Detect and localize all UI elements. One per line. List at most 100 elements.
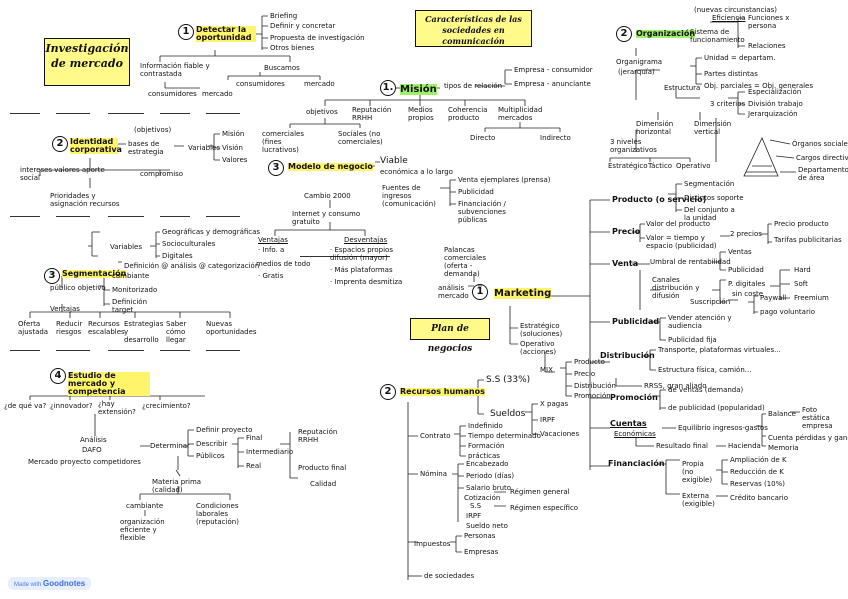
s4-reputacion: Reputación RRHH — [298, 428, 338, 444]
rrhh-sueldos: Sueldos — [490, 409, 526, 419]
rrhh-regimen-especifico: Régimen específico — [510, 504, 579, 512]
s1-consumidores: consumidores — [148, 90, 197, 98]
mk-operativo: Operativo (acciones) — [520, 340, 557, 356]
separator — [10, 350, 40, 351]
mision-item: Multiplicidad mercados — [498, 106, 543, 122]
s2-compromiso: compromiso — [140, 170, 184, 178]
s3-bottom-item: Recursos escalables — [88, 320, 125, 336]
modelo-fuentes-item: Publicidad — [458, 188, 494, 196]
s4-materia: Materia prima (calidad) — [152, 478, 202, 494]
s1-number: 1 — [178, 24, 194, 40]
s3-var: Geográficas y demográficas — [162, 228, 261, 236]
org-dim-vertical: Dimensión vertical — [694, 120, 732, 136]
s1-item: Briefing — [270, 12, 298, 20]
s4-question: ¿de qué va? — [4, 402, 47, 410]
s2-number: 2 — [52, 136, 68, 152]
separator — [108, 216, 144, 217]
mk-pub-fija: Publicidad fija — [668, 336, 717, 344]
mk-umbral: Umbral de rentabilidad — [650, 258, 731, 266]
mk-de-ventas: de ventas (demanda) — [668, 386, 744, 394]
mk-digitales: P. digitales — [728, 280, 766, 288]
modelo-eco: económica a lo largo — [380, 168, 453, 176]
s3-definicion-target: Definición target — [112, 298, 147, 314]
mk-sin-coste: sin coste — [732, 290, 764, 298]
mk-precio: Precio — [612, 227, 641, 236]
s4-describir: Describir — [196, 440, 228, 448]
separator — [108, 113, 144, 114]
rrhh-impuestos-item: Empresas — [464, 548, 499, 556]
s4-mercado-prod: Mercado proyecto competidores — [28, 458, 141, 466]
separator — [10, 216, 40, 217]
mk-canales: Canales distribución y difusión — [652, 276, 700, 300]
mk-propia-item: Ampliación de K — [730, 456, 787, 464]
mk-estrategico: Estratégico (soluciones) — [520, 322, 563, 338]
s4-calidad: Calidad — [310, 480, 337, 488]
org-sistema: Sistema de funcionamiento — [690, 28, 745, 44]
mision-item: Medios propios — [408, 106, 434, 122]
org-unidad: Unidad = departam. — [704, 54, 776, 62]
rrhh-contrato-item: prácticas — [468, 452, 500, 460]
mision-item: Reputación RRHH — [352, 106, 392, 122]
s4-condiciones: Condiciones laborales (reputación) — [196, 502, 239, 526]
mk-resultado: Resultado final — [656, 442, 708, 450]
s1-consumidores2: consumidores — [236, 80, 285, 88]
s1-item: Definir y concretar — [270, 22, 336, 30]
modelo-ventajas-item: · Info. a — [258, 246, 285, 254]
s1-mercado2: mercado — [304, 80, 335, 88]
s3-monitorizado: Monitorizado — [112, 286, 158, 294]
rrhh-sueldos-item: IRPF — [540, 416, 556, 424]
mk-distribucion: Distribución — [600, 351, 655, 360]
goodnotes-badge[interactable]: Made with Goodnotes — [8, 577, 92, 590]
rrhh-nomina-item: Salario bruto — [466, 484, 512, 492]
mision-title: Misión — [400, 84, 437, 95]
modelo-desventajas-item: · Imprenta desmitiza — [330, 278, 403, 286]
rrhh-nomina-item: Periodo (días) — [466, 472, 515, 480]
rrhh-nomina-item: Encabezado — [466, 460, 509, 468]
org-criterio: Jerarquización — [748, 110, 798, 118]
mk-valor-producto: Valor del producto — [646, 220, 710, 228]
org-criterio: División trabajo — [748, 100, 803, 108]
org-funciones: Funciones x persona — [748, 14, 790, 30]
s3-variables: Variables — [110, 243, 142, 251]
org-eficiencia: Eficiencia — [712, 14, 746, 22]
modelo-title: Modelo de negocio — [288, 162, 373, 171]
mk-foto: Foto estática empresa — [802, 406, 833, 430]
mk-externa: Externa (exigible) — [682, 492, 715, 508]
s4-producto-final: Producto final — [298, 464, 347, 472]
mk-equilibrio: Equilibrio ingresos-gastos — [678, 424, 768, 432]
s4-organizacion: organización eficiente y flexible — [120, 518, 165, 542]
mk-ventas: Ventas — [728, 248, 752, 256]
mision-item: objetivos — [306, 108, 338, 116]
org-nuevas: (nuevas circunstancias) — [694, 6, 778, 14]
mk-producto-item: Segmentación — [684, 180, 735, 188]
rrhh-nomina-item: Cotización — [464, 494, 501, 502]
org-jerarquia: (jerarquía) — [618, 68, 655, 76]
mk-hacienda: Hacienda — [728, 442, 761, 450]
char-title: Características de las sociedades en com… — [425, 14, 522, 46]
mk-vender-atencion: Vender atención y audiencia — [668, 314, 732, 330]
modelo-ventajas-item: medios de todo — [256, 260, 311, 268]
modelo-internet: Internet y consumo gratuito — [292, 210, 361, 226]
char-title-box: Características de las sociedades en com… — [415, 10, 532, 47]
rrhh-title: Recursos humanos — [400, 387, 485, 396]
s4-intermediario: Intermediario — [246, 448, 294, 456]
s2-prioridades: Prioridades y asignación recursos — [50, 192, 120, 208]
s3-bottom-item: Oferta ajustada — [18, 320, 49, 336]
org-organigrama: Organigrama — [616, 58, 663, 66]
s3-ventajas: Ventajas — [50, 305, 80, 313]
mk-propia: Propia (no exigible) — [682, 460, 713, 484]
mk-balance: Balance — [768, 410, 796, 418]
mk-mix-item: Promoción — [574, 392, 611, 400]
s2-objetivos: (objetivos) — [134, 126, 172, 134]
rrhh-nomina-item: S.S — [470, 502, 482, 510]
mk-mix: MIX — [540, 366, 553, 374]
mk-estructura-fisica: Estructura física, camión... — [658, 366, 752, 374]
org-estructura: Estructura — [664, 84, 701, 92]
s4-publicos: Públicos — [196, 452, 225, 460]
s4-question: ¿crecimiento? — [142, 402, 191, 410]
s4-definir-proyecto: Definir proyecto — [196, 426, 253, 434]
plan-title: Plan de negocios — [427, 324, 473, 354]
s4-real: Real — [246, 462, 262, 470]
separator — [108, 350, 144, 351]
